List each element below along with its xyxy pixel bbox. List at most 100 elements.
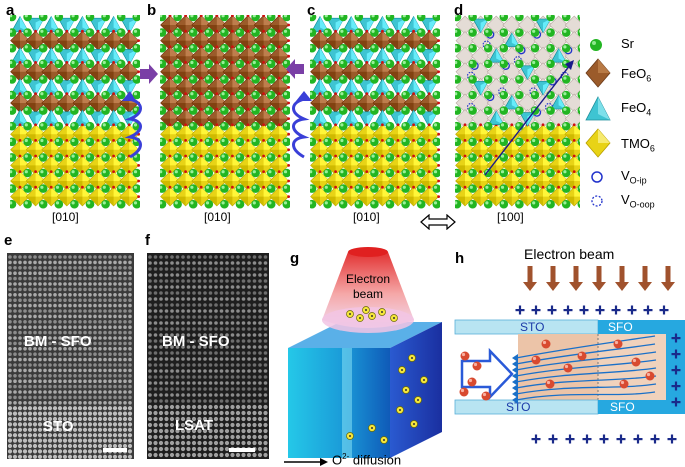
sr-atom xyxy=(416,106,426,115)
sr-atom xyxy=(416,184,426,193)
sr-atom xyxy=(370,199,379,209)
sr-atom xyxy=(54,168,64,178)
sr-atom xyxy=(85,153,95,162)
sr-atom xyxy=(70,28,79,37)
sr-atom xyxy=(251,75,260,84)
panel-label-h: h xyxy=(455,250,465,267)
sr-atom xyxy=(54,28,64,37)
sr-atom xyxy=(38,75,48,84)
sr-atom xyxy=(266,121,276,131)
sr-atom xyxy=(204,43,214,53)
vacancy-ball xyxy=(472,361,482,371)
sr-atom xyxy=(266,168,276,178)
sr-atom xyxy=(401,28,410,37)
sr-atom xyxy=(235,121,245,131)
sr-atom xyxy=(251,90,260,100)
vacancy-ball xyxy=(541,339,551,349)
sr-atom xyxy=(546,137,555,147)
sr-sphere-icon xyxy=(590,39,602,51)
sr-atom xyxy=(204,59,214,69)
sr-atom xyxy=(401,121,410,131)
beam-arrow xyxy=(619,266,625,283)
sr-atom xyxy=(70,75,79,84)
sr-atom xyxy=(370,43,379,53)
sr-atom xyxy=(338,184,348,193)
sr-atom xyxy=(101,199,110,209)
haadf-lattice-e xyxy=(7,255,133,459)
sr-atom xyxy=(468,75,477,84)
panel-label-d: d xyxy=(454,2,464,19)
sr-atom xyxy=(338,90,348,100)
sr-atom xyxy=(101,184,110,193)
sr-atom xyxy=(38,43,48,53)
sr-atom xyxy=(338,75,348,84)
sr-atom xyxy=(38,199,48,209)
sr-atom xyxy=(38,106,48,115)
scale-bar-f xyxy=(229,448,255,452)
sr-atom xyxy=(23,121,32,131)
sr-atom xyxy=(416,137,426,147)
flow-line xyxy=(515,359,657,377)
sr-atom xyxy=(515,43,524,53)
sr-atom xyxy=(416,75,426,84)
sr-atom xyxy=(354,75,364,84)
sr-atom xyxy=(101,153,110,162)
sr-atom xyxy=(266,75,276,84)
sr-atom xyxy=(354,184,364,193)
sr-atom xyxy=(530,59,540,69)
sr-atom xyxy=(515,75,524,84)
sr-atom xyxy=(468,184,477,193)
sr-atom xyxy=(468,199,477,209)
sr-atom xyxy=(38,59,48,69)
sr-atom xyxy=(101,90,110,100)
beam-arrow xyxy=(596,266,602,283)
sr-atom xyxy=(101,59,110,69)
transition-arrow-right xyxy=(140,64,158,84)
structure-panel-c xyxy=(310,15,440,209)
sr-atom xyxy=(416,90,426,100)
feo6-octahedron-icon xyxy=(585,58,611,88)
sr-atom xyxy=(499,199,509,209)
sr-atom xyxy=(468,90,477,100)
transition-arrow-left xyxy=(286,59,304,79)
sr-atom xyxy=(235,75,245,84)
sr-atom xyxy=(468,43,477,53)
axis-label-b: [010] xyxy=(204,210,231,224)
legend-label-feo4: FeO4 xyxy=(621,100,652,118)
sr-atom xyxy=(499,121,509,131)
sr-atom xyxy=(204,28,214,37)
sr-atom xyxy=(401,59,410,69)
sr-atom xyxy=(385,90,395,100)
legend-item-vacancy-oop: VO-oop xyxy=(585,192,685,214)
sr-atom xyxy=(385,184,395,193)
flow-line xyxy=(515,335,656,359)
sr-atom xyxy=(530,43,540,53)
sr-atom xyxy=(85,168,95,178)
sr-atom xyxy=(188,137,198,147)
sr-atom xyxy=(220,137,229,147)
sr-atom xyxy=(323,137,332,147)
sr-atom xyxy=(499,75,509,84)
sr-atom xyxy=(561,199,571,209)
sr-atom xyxy=(468,59,477,69)
scale-bar-e xyxy=(103,448,127,452)
sr-atom xyxy=(354,90,364,100)
sr-atom xyxy=(530,168,540,178)
sr-atom xyxy=(101,168,110,178)
sfo-bottom-label: SFO xyxy=(610,400,635,414)
sr-atom xyxy=(23,199,32,209)
sr-atom xyxy=(499,137,509,147)
sr-atom xyxy=(561,168,571,178)
sr-atom xyxy=(561,28,571,37)
film-label-f: BM - SFO xyxy=(162,333,230,350)
sr-atom xyxy=(323,121,332,131)
sr-atom xyxy=(323,199,332,209)
sr-atom xyxy=(70,59,79,69)
sr-atom xyxy=(173,153,182,162)
substrate-label-e: STO xyxy=(43,418,74,435)
sr-atom xyxy=(370,106,379,115)
sr-atom xyxy=(338,59,348,69)
diagonal-arrow xyxy=(484,64,571,176)
sr-atom xyxy=(370,28,379,37)
sr-atom xyxy=(204,137,214,147)
